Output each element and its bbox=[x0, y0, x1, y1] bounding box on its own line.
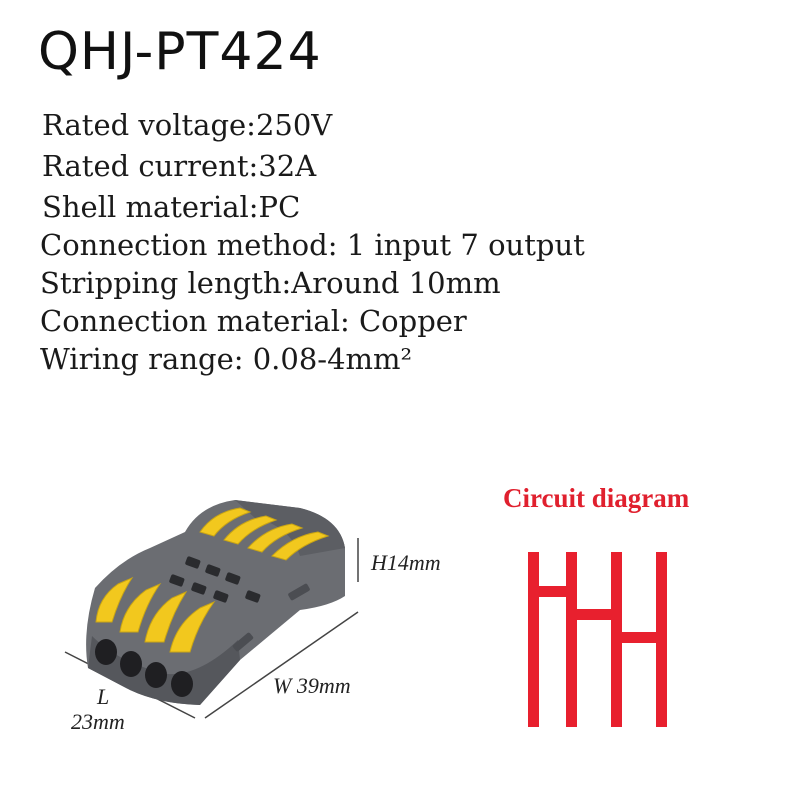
circuit-link-2 bbox=[577, 609, 611, 620]
connector-product-image bbox=[64, 500, 359, 719]
circuit-link-1 bbox=[539, 586, 566, 597]
spec-rated-current: Rated current:32A bbox=[42, 149, 317, 183]
spec-connection-material: Connection material: Copper bbox=[40, 304, 467, 338]
spec-shell-material: Shell material:PC bbox=[42, 190, 301, 224]
circuit-diagram-title: Circuit diagram bbox=[503, 483, 690, 513]
length-dimension-label: L bbox=[97, 684, 110, 709]
spec-stripping-length: Stripping length:Around 10mm bbox=[40, 266, 501, 300]
height-dimension-label: H14mm bbox=[371, 550, 441, 575]
circuit-diagram bbox=[528, 552, 667, 727]
spec-rated-voltage: Rated voltage:250V bbox=[42, 108, 333, 142]
spec-connection-method: Connection method: 1 input 7 output bbox=[40, 228, 585, 262]
circuit-bar-1 bbox=[528, 552, 539, 727]
width-dimension-line bbox=[204, 611, 359, 719]
width-dimension-label: W 39mm bbox=[273, 673, 351, 698]
circuit-link-3 bbox=[622, 632, 656, 643]
circuit-bar-2 bbox=[566, 552, 577, 727]
circuit-bar-4 bbox=[656, 552, 667, 727]
back-levers bbox=[199, 507, 330, 561]
length-dimension-value: 23mm bbox=[71, 709, 125, 734]
circuit-bar-3 bbox=[611, 552, 622, 727]
product-title: QHJ-PT424 bbox=[38, 22, 322, 82]
spec-wiring-range: Wiring range: 0.08-4mm² bbox=[40, 342, 413, 376]
front-levers bbox=[95, 576, 216, 653]
